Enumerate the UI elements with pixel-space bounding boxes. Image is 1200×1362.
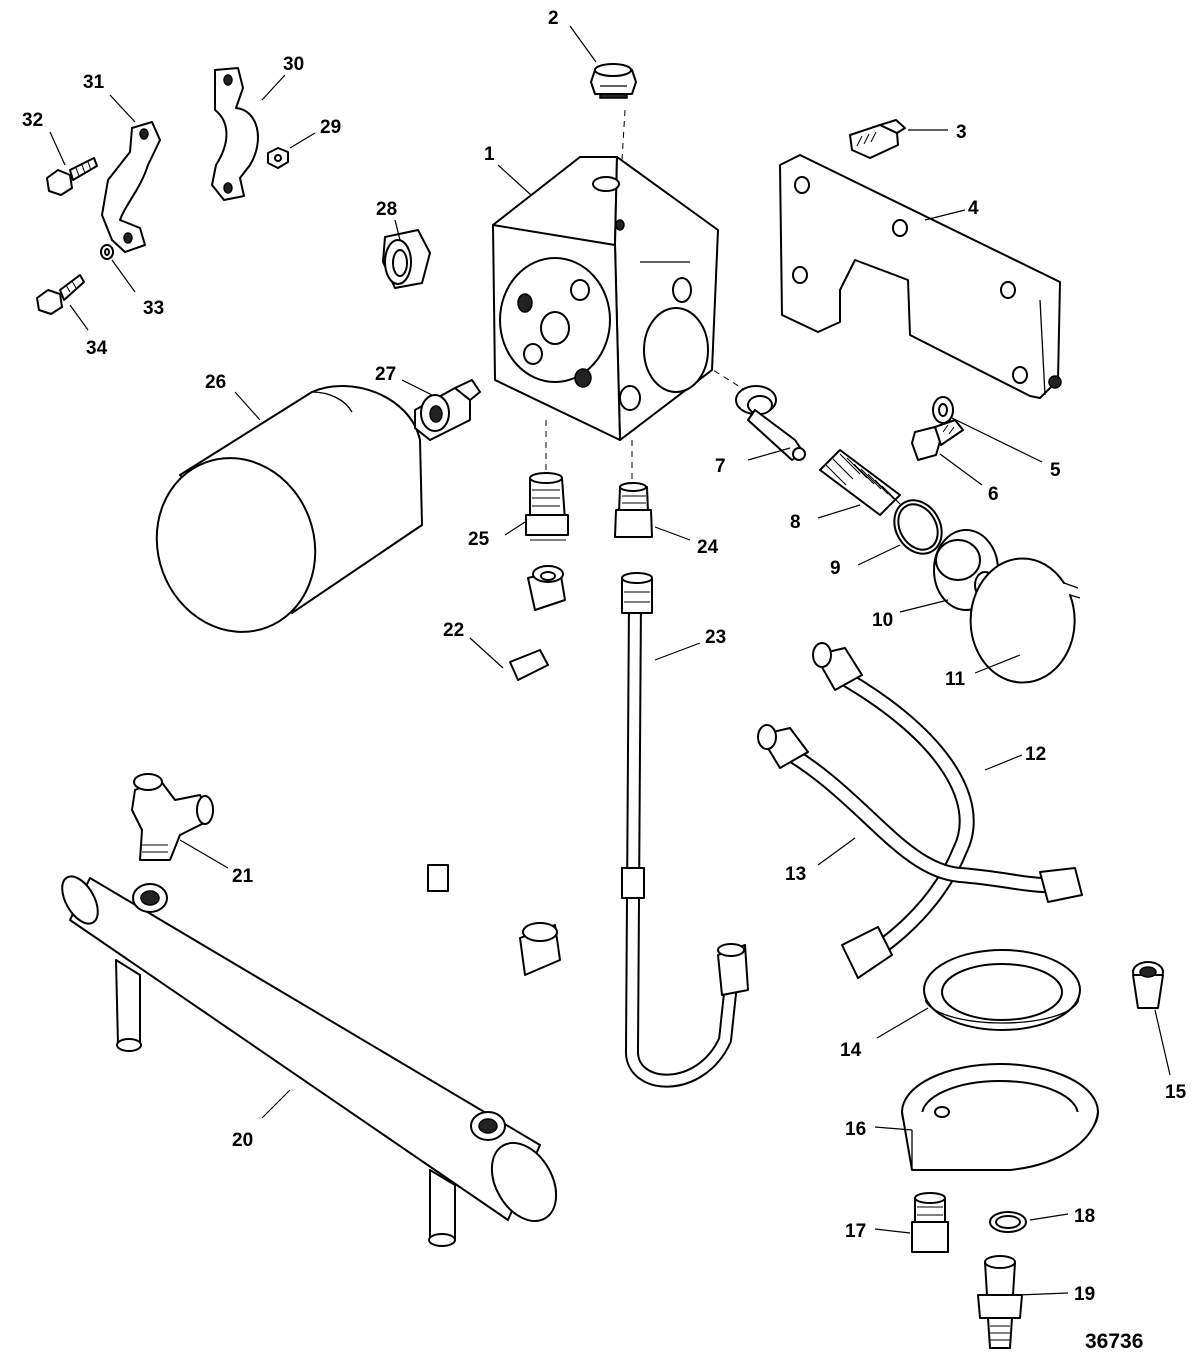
part-16-filter-mount (901, 1063, 1099, 1171)
part-17-fitting (911, 1192, 949, 1253)
part-14-gasket-ring (923, 949, 1081, 1031)
part-18-washer (989, 1211, 1027, 1233)
part-15-fitting (1132, 961, 1164, 1009)
callout-9: 9 (830, 558, 841, 579)
part-28-fitting (382, 229, 431, 289)
callout-32: 32 (22, 110, 43, 131)
callout-23: 23 (705, 627, 726, 648)
part-19-adapter (977, 1255, 1023, 1349)
callout-7: 7 (715, 456, 726, 477)
callout-28: 28 (376, 199, 397, 220)
callout-19: 19 (1074, 1284, 1095, 1305)
callout-25: 25 (468, 529, 490, 550)
part-21-elbow (131, 773, 214, 861)
callout-4: 4 (968, 198, 979, 219)
callout-10: 10 (872, 610, 893, 631)
callout-8: 8 (790, 512, 801, 533)
part-20-oil-cooler (61, 875, 558, 1247)
part-23-oil-line (621, 572, 749, 1088)
callout-26: 26 (205, 372, 226, 393)
part-4-mounting-bracket (779, 154, 1062, 399)
part-30-clamp (211, 67, 259, 201)
part-29-nut (267, 147, 289, 169)
part-34-screw (36, 274, 85, 315)
callout-34: 34 (86, 338, 108, 359)
part-22-oil-line (427, 560, 566, 1091)
part-33-washer (100, 244, 114, 260)
callout-20: 20 (232, 1130, 253, 1151)
callout-24: 24 (697, 537, 719, 558)
callout-2: 2 (548, 8, 559, 29)
part-11-retaining-ring (969, 557, 1081, 684)
part-3-bolt (849, 119, 906, 159)
callout-14: 14 (840, 1040, 862, 1061)
callout-1: 1 (484, 144, 495, 165)
callout-29: 29 (320, 117, 341, 138)
callout-33: 33 (143, 298, 164, 319)
callout-22: 22 (443, 620, 464, 641)
part-31-clamp (101, 121, 161, 253)
callout-27: 27 (375, 364, 396, 385)
part-12-oil-line (812, 642, 975, 979)
part-2-pipe-plug (590, 63, 637, 99)
figure-number: 36736 (1085, 1330, 1143, 1353)
callout-15: 15 (1165, 1082, 1187, 1103)
part-6-bolt (911, 419, 964, 461)
callout-3: 3 (956, 122, 967, 143)
callout-13: 13 (785, 864, 806, 885)
part-8-spring (819, 449, 901, 516)
part-25-nipple (525, 472, 569, 541)
callout-11: 11 (945, 669, 966, 690)
part-13-oil-line (757, 724, 1083, 903)
leader-lines (49, 25, 1171, 1296)
callout-17: 17 (845, 1221, 866, 1242)
callout-21: 21 (232, 866, 254, 887)
callout-labels: 1 2 3 4 5 6 7 8 9 10 11 12 13 14 15 16 1… (22, 8, 1187, 1305)
part-9-o-ring (893, 499, 943, 555)
callout-12: 12 (1025, 744, 1046, 765)
callout-6: 6 (988, 484, 999, 505)
part-26-oil-filter (155, 384, 423, 633)
part-27-fitting (414, 379, 481, 441)
part-32-screw (46, 157, 98, 196)
callout-31: 31 (83, 72, 105, 93)
centerlines (545, 109, 746, 480)
callout-16: 16 (845, 1119, 866, 1140)
callout-18: 18 (1074, 1206, 1095, 1227)
callout-30: 30 (283, 54, 304, 75)
part-5-washer (932, 396, 954, 424)
part-7-valve-stem (735, 385, 806, 461)
part-1-adapter-block (492, 156, 719, 441)
part-24-fitting (614, 482, 653, 538)
callout-5: 5 (1050, 460, 1061, 481)
